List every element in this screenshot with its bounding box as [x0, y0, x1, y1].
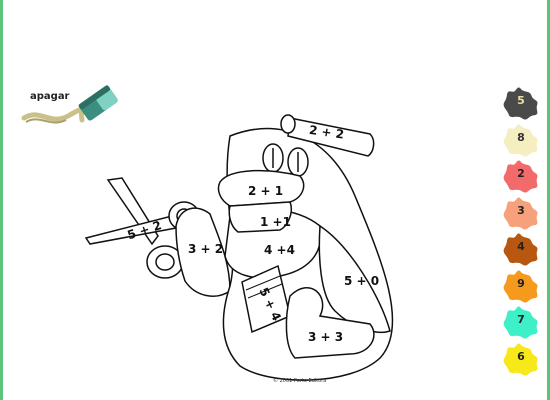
scissors-handle-hole	[155, 253, 175, 271]
sum-hat: 2 + 2	[308, 123, 345, 142]
palette-color-7[interactable]: 7	[498, 305, 544, 339]
hat-tip[interactable]	[280, 114, 296, 134]
eraser-icon	[21, 85, 118, 124]
palette-number: 2	[517, 167, 525, 180]
beak-bottom-region[interactable]	[228, 201, 292, 233]
palette-number: 7	[517, 313, 525, 326]
feet-region[interactable]	[285, 287, 375, 359]
palette-number: 8	[517, 130, 525, 144]
paint-splat-icon	[503, 87, 538, 120]
color-palette: 5 8 2 3 4 9 7 6	[498, 86, 544, 376]
coloring-drawing: 5 + 2 3 + 2 4 +4 5 + 0 2 + 2 2 + 1 1 +1 …	[84, 114, 394, 384]
paint-splat-icon	[503, 160, 538, 193]
palette-number: 6	[517, 349, 525, 363]
palette-color-6[interactable]: 6	[498, 342, 544, 375]
hat-region[interactable]	[287, 117, 375, 157]
palette-color-9[interactable]: 9	[498, 269, 544, 302]
palette-color-3[interactable]: 3	[498, 196, 544, 229]
right-border	[547, 0, 550, 400]
palette-number: 3	[517, 203, 525, 217]
paint-splat-icon	[503, 197, 538, 229]
sum-belly: 4 +4	[264, 243, 295, 257]
palette-color-8[interactable]: 8	[498, 123, 544, 156]
paint-splat-icon	[503, 343, 538, 375]
palette-number: 9	[517, 276, 525, 290]
eraser-label: apagar	[30, 91, 70, 102]
eraser-button[interactable]	[20, 78, 120, 138]
copyright-text: © 2001 Porto Editora	[273, 377, 326, 384]
palette-number: 5	[517, 94, 525, 107]
sum-beak-top: 2 + 1	[248, 184, 283, 198]
palette-number: 4	[517, 240, 525, 253]
paint-splat-icon	[503, 270, 538, 302]
sum-feet: 3 + 3	[308, 330, 343, 344]
paint-splat-icon	[503, 306, 538, 339]
palette-color-4[interactable]: 4	[498, 232, 544, 266]
sum-beak-bottom: 1 +1	[260, 215, 291, 229]
paper-lines	[245, 275, 283, 299]
beak-top-region[interactable]	[217, 169, 305, 207]
palette-color-2[interactable]: 2	[498, 159, 544, 193]
palette-color-5[interactable]: 5	[498, 86, 544, 120]
left-border	[0, 0, 3, 400]
paint-splat-icon	[503, 124, 538, 156]
sum-wing: 3 + 2	[188, 242, 223, 256]
paint-splat-icon	[503, 233, 538, 266]
sum-body-right: 5 + 0	[344, 274, 379, 288]
